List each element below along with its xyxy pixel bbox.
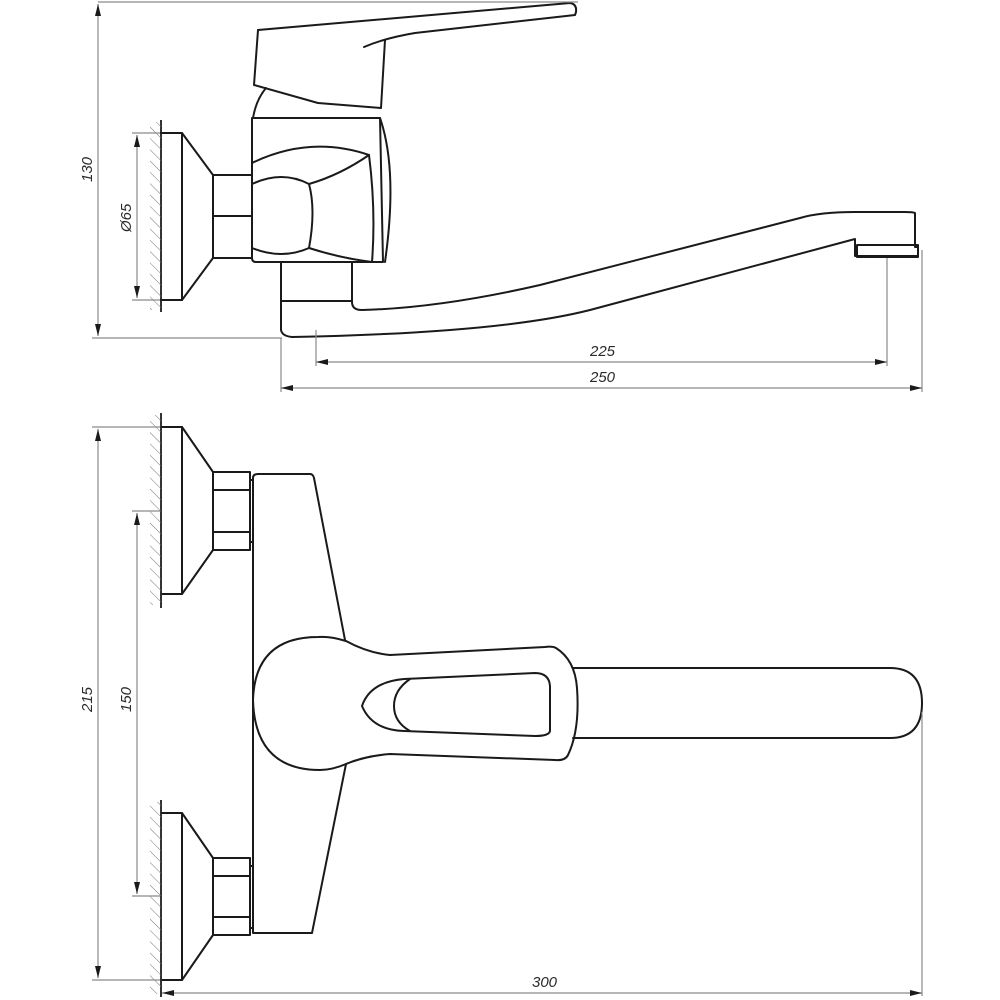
dim-label-diameter-65: Ø65: [118, 203, 135, 233]
dim-label-225: 225: [589, 343, 616, 360]
connector-side: [212, 174, 253, 259]
lever-handle-side: [252, 2, 578, 119]
dim-label-250: 250: [589, 369, 616, 386]
dim-label-150: 150: [118, 686, 135, 712]
wall-bottom-lower: [150, 800, 162, 997]
mixer-body-side: [251, 117, 392, 263]
spout-top: [572, 667, 923, 739]
escutcheon-upper: [161, 426, 254, 595]
dim-label-215: 215: [79, 686, 96, 713]
mixer-body-top: [252, 473, 347, 934]
spout-side: [280, 211, 919, 338]
escutcheon-side: [160, 132, 214, 301]
wall-side: [150, 120, 162, 312]
dimensions-top: [92, 426, 923, 996]
lever-handle-top: [252, 635, 579, 771]
dimensions-side: [92, 1, 923, 392]
dim-label-300: 300: [532, 974, 558, 991]
top-view: 215 150 300: [79, 413, 923, 997]
wall-top-upper: [150, 413, 162, 608]
side-view: 130 Ø65 225 250: [79, 1, 923, 392]
dim-label-130: 130: [79, 156, 96, 182]
escutcheon-lower: [161, 812, 254, 981]
